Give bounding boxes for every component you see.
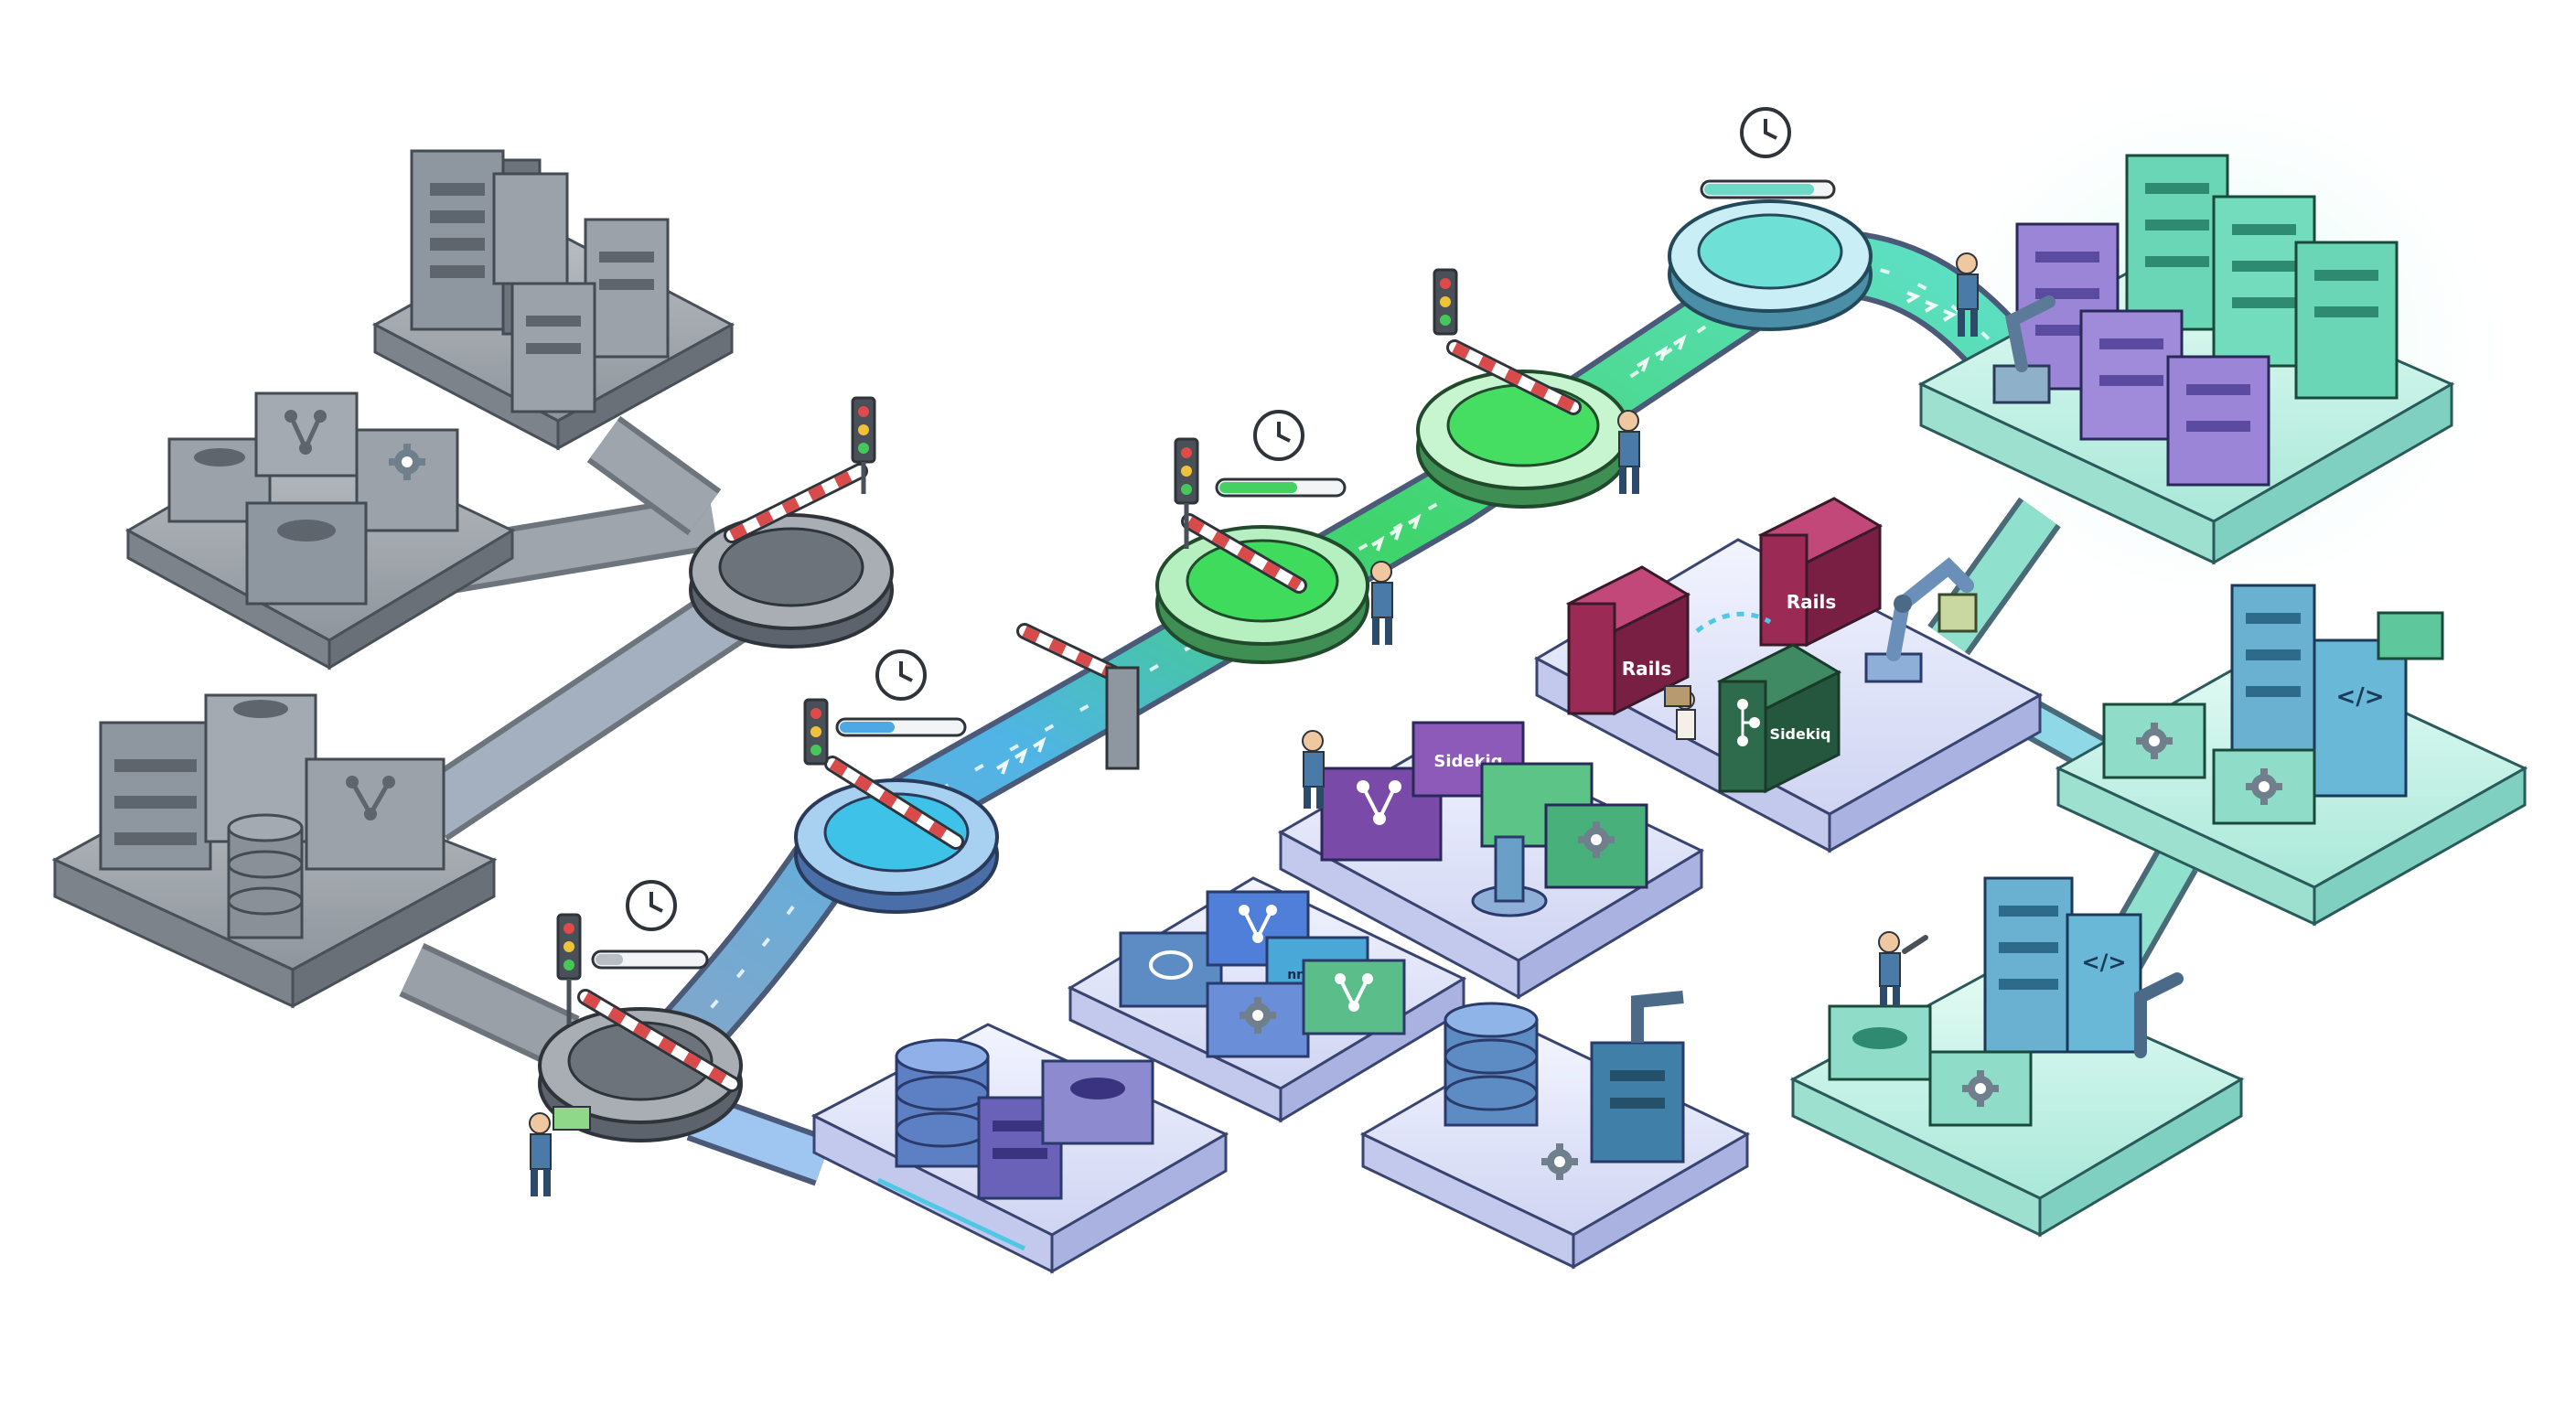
branch-icon: [284, 410, 327, 455]
robot-arm-icon: [1992, 295, 2055, 404]
layers-icon: [1070, 1078, 1125, 1099]
database-icon: [895, 1038, 990, 1168]
gate-barrier-icon: [1446, 339, 1582, 415]
platform-server-stack-top: [1917, 154, 2455, 565]
checkpoint-teal: [1668, 199, 1873, 331]
rails-block-left: Rails: [1565, 565, 1691, 716]
code-icon: </>: [2082, 949, 2127, 975]
server-rack-icon: [2230, 584, 2316, 761]
worker-figure-icon: [1878, 931, 1928, 1006]
sidekiq-block: Sidekiq: [1716, 643, 1842, 794]
branch-icon: [1239, 905, 1277, 943]
platform-sidekiq-tiles: Sidekiq: [1277, 721, 1705, 1000]
progress-bar: [1215, 477, 1347, 498]
rails-label-right: Rails: [1787, 591, 1837, 613]
branch-icon: [1335, 973, 1373, 1012]
robot-arm-icon: [2134, 972, 2184, 1058]
gate-barrier-icon: [724, 463, 868, 543]
clock-icon: [1253, 410, 1304, 461]
legacy-platform-top: [371, 149, 735, 451]
server-rack-icon: [492, 172, 670, 413]
gate-barrier-icon: [577, 989, 740, 1092]
server-rack-icon: [2015, 154, 2399, 487]
gate-barrier-icon: [1181, 513, 1307, 594]
database-icon: [1852, 1027, 1907, 1049]
platform-rails: Rails Rails Sidekiq: [1533, 497, 2044, 853]
belt-chevrons: [995, 291, 1958, 775]
sidekiq-label: Sidekiq: [1770, 725, 1831, 743]
traffic-light-icon: [851, 396, 876, 494]
progress-bar: [835, 717, 967, 737]
platform-tiles: nneseus: [1067, 876, 1467, 1123]
database-icon: [227, 813, 304, 939]
gate-barrier-icon: [1016, 623, 1140, 770]
worker-figure-icon: [1370, 561, 1393, 645]
robot-arm-icon: [1864, 557, 1978, 683]
legacy-platform-mid: [124, 391, 516, 670]
progress-bar: [591, 949, 709, 970]
platform-database-arm: [1359, 991, 1751, 1270]
platform-repair-servers: </>: [1789, 876, 2245, 1238]
gate-barrier-icon: [824, 756, 964, 850]
layers-icon: [277, 520, 336, 542]
robot-arm-icon: [1631, 991, 1684, 1043]
server-rack-icon: [1983, 876, 2074, 1054]
traffic-light-icon: [1433, 268, 1458, 336]
worker-figure-icon: [1617, 410, 1640, 494]
branch-icon: [1357, 780, 1401, 825]
code-icon: </>: [2335, 683, 2384, 711]
worker-figure-icon: [1664, 685, 1696, 740]
platform-code-servers: </>: [2055, 584, 2528, 927]
worker-figure-icon: [1956, 252, 1979, 337]
robot-arm-icon: [1471, 835, 1548, 917]
wrench-icon: [1902, 935, 1928, 954]
database-icon: [194, 448, 245, 467]
clock-icon: [1740, 107, 1791, 158]
clock-icon: [875, 649, 927, 701]
checkpoint-green-2: [1416, 370, 1630, 509]
checkpoint-gray-upper: [689, 513, 894, 649]
traffic-light-icon: [556, 913, 582, 1024]
database-icon: [1444, 1002, 1539, 1127]
legacy-platform-bottom: [51, 693, 498, 1009]
worker-figure-icon: [529, 1106, 591, 1196]
worker-figure-icon: [1302, 730, 1325, 809]
database-icon: [1149, 950, 1193, 980]
progress-bar: [1700, 179, 1836, 199]
traffic-light-icon: [803, 698, 829, 766]
branch-icon: [1737, 699, 1760, 746]
clock-icon: [626, 880, 677, 931]
checkpoint-green-1: [1155, 525, 1369, 664]
branch-icon: [346, 776, 395, 820]
code-badge: [2377, 611, 2444, 660]
traffic-light-icon: [1174, 437, 1199, 549]
rails-label-left: Rails: [1622, 658, 1672, 680]
rails-block-right: Rails: [1757, 497, 1884, 648]
platform-databases: [810, 1023, 1229, 1274]
